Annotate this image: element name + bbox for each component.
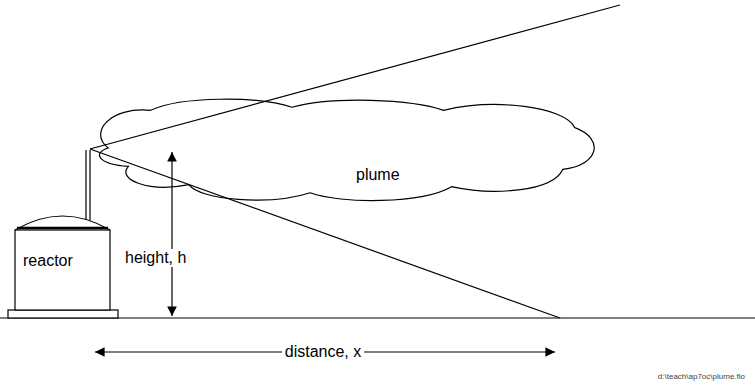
cloud-shape — [99, 99, 594, 200]
node-label: plume — [356, 166, 400, 184]
dimension-label: height, h — [122, 249, 189, 267]
dimension-label: distance, x — [282, 343, 364, 361]
cloud-outline — [88, 92, 593, 204]
reactor-vessel: reactor — [15, 216, 110, 310]
stack — [89, 150, 90, 226]
spread-line — [90, 149, 560, 318]
node-label: reactor — [23, 252, 73, 270]
height-arrow — [171, 152, 172, 316]
dome-rim — [17, 227, 108, 230]
stack — [85, 150, 86, 226]
file-watermark: d:\teach\ap7oc\plume.flo — [655, 372, 748, 381]
vessel-body — [15, 230, 110, 310]
plume-cloud: plume — [88, 92, 593, 204]
base-plate — [8, 310, 118, 318]
dome — [15, 216, 110, 230]
spread-line — [90, 5, 620, 149]
